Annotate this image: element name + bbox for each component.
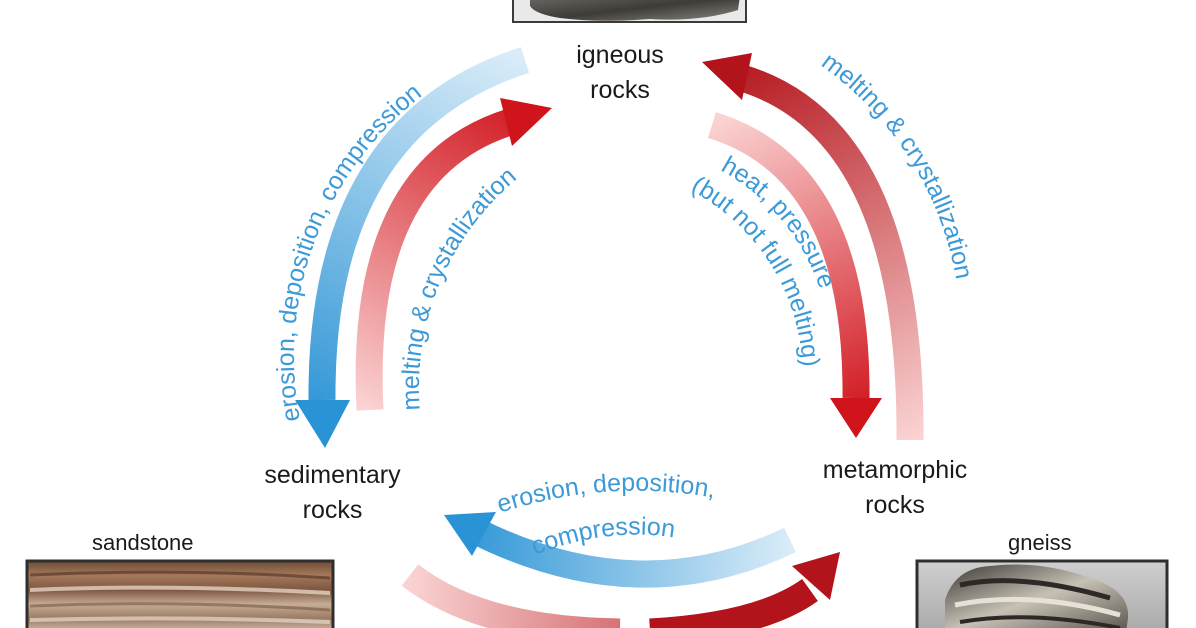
node-metamorphic-rocks: metamorphic rocks (785, 453, 1005, 523)
label-metamorphic-to-sedimentary-line1-text: erosion, deposition, (493, 469, 717, 519)
node-igneous-rocks: igneous rocks (540, 38, 700, 108)
node-igneous-line2: rocks (590, 76, 650, 104)
gneiss-photo (915, 559, 1169, 628)
sandstone-photo (25, 559, 335, 628)
arrow-igneous-to-metamorphic (707, 112, 882, 438)
arrow-sedimentary-to-igneous (355, 98, 552, 411)
node-sedimentary-line2: rocks (302, 496, 363, 524)
node-metamorphic-line1: metamorphic (822, 456, 968, 484)
arrow-sedimentary-to-metamorphic (401, 552, 840, 628)
arrow-metamorphic-to-sedimentary (444, 512, 796, 588)
label-metamorphic-to-sedimentary-line1: erosion, deposition, (493, 469, 717, 519)
arrow-igneous-to-sedimentary (295, 47, 530, 448)
sample-label-gneiss: gneiss (1008, 530, 1072, 555)
node-metamorphic-line2: rocks (865, 491, 925, 519)
node-sedimentary-line1: sedimentary (264, 461, 401, 489)
igneous-rock-photo (512, 0, 747, 23)
arrow-metamorphic-to-igneous (702, 53, 924, 441)
node-sedimentary-rocks: sedimentary rocks (225, 458, 440, 528)
node-igneous-line1: igneous (576, 41, 664, 69)
label-metamorphic-to-sedimentary-line2: compression (527, 513, 676, 561)
label-metamorphic-to-sedimentary-line2-text: compression (527, 513, 676, 561)
sample-label-sandstone: sandstone (92, 530, 194, 555)
